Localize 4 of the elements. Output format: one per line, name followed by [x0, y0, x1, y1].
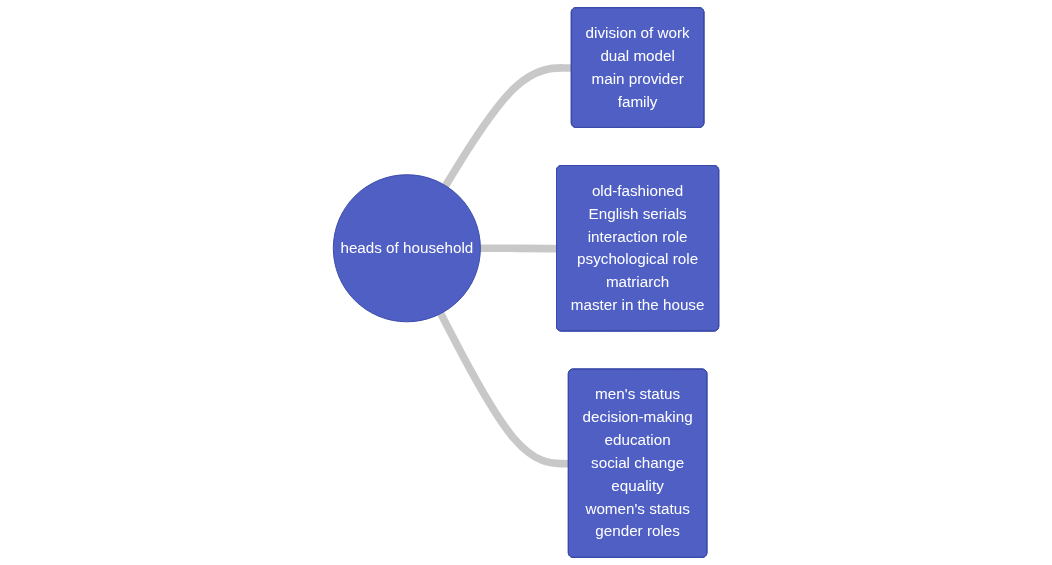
connector [442, 64, 572, 188]
node-circle: heads of household [332, 174, 481, 323]
connector [437, 311, 569, 468]
connector [480, 244, 557, 253]
